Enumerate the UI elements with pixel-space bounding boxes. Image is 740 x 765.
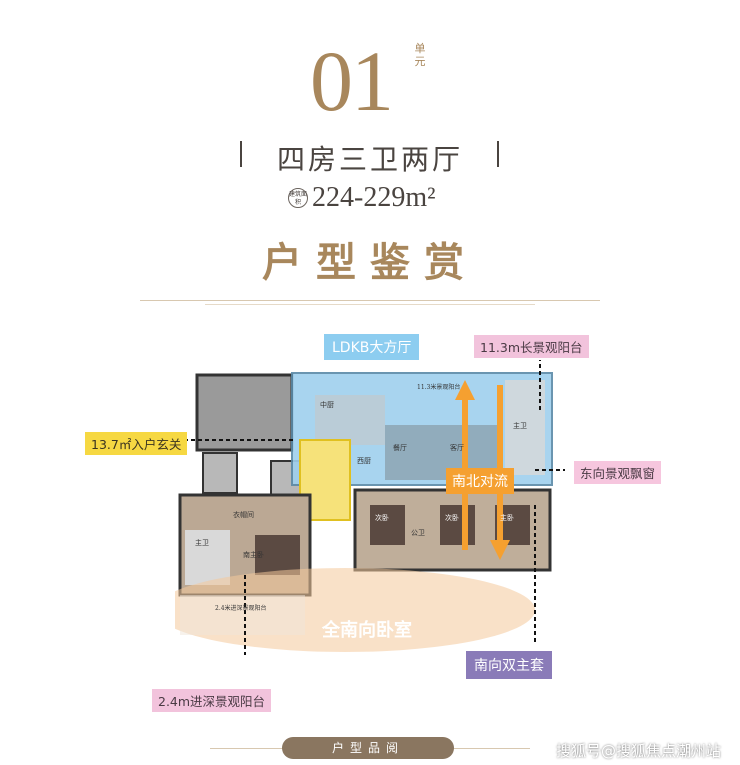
stair-core [195,373,294,452]
arrow-head-up [455,380,475,400]
east-bath [505,380,545,475]
bed-master [255,535,300,575]
divider-inner [205,304,535,305]
unit-number: 01 [310,33,394,129]
divider [140,300,600,301]
deep-balcony [180,595,305,635]
floor-plan: 中厨 西厨 餐厅 客厅 主卫 11.3米景观阳台 次卧 次卧 公卫 主卧 衣帽间… [175,360,565,655]
room-bedroom-b: 次卧 [445,513,459,522]
room-master-bath: 主卫 [195,538,209,547]
room-master-east: 主卧 [500,513,514,522]
area-badge: 建筑面积 [288,188,308,208]
room-kitchen: 中厨 [320,400,334,409]
room-living: 客厅 [450,443,464,452]
callout-deep-balcony: 2.4m进深景观阳台 [152,689,272,712]
unit-suffix: 单元 [414,42,426,68]
callout-convection: 南北对流 [446,468,514,494]
callout-double-master: 南向双主套 [466,651,552,679]
room-bedroom-a: 次卧 [375,513,389,522]
room-dining: 餐厅 [393,443,407,452]
kitchen-area [315,395,385,445]
room-bath-east: 主卫 [513,421,527,430]
master-bath [185,530,230,585]
footer-label: 户型品阅 [282,737,454,759]
callout-foyer: 13.7㎡入户玄关 [85,432,188,455]
bed-1 [370,505,405,545]
room-western-kitchen: 西厨 [357,457,371,465]
callout-ldkb: LDKB大方厅 [324,334,420,360]
section-title: 户型鉴赏 [262,240,478,286]
title-bar-right [497,141,499,167]
layout-type: 四房三卫两厅 [276,143,463,176]
watermark: 搜狐号@搜狐焦点潮州站 [556,742,722,760]
area-text: 224-229m² [312,182,436,213]
room-deep-balcony: 2.4米进深景观阳台 [215,604,267,612]
room-public-bath: 公卫 [411,529,425,537]
bed-2 [440,505,475,545]
room-cloakroom: 衣帽间 [233,510,254,519]
callout-bay-window: 东向景观飘窗 [574,461,662,484]
arrow-head-down [490,540,510,560]
title-bar-left [240,141,242,167]
room-long-balcony: 11.3米景观阳台 [417,383,460,391]
room-master-south: 南主卧 [243,550,264,559]
callout-long-balcony: 11.3m长景观阳台 [474,335,589,358]
elevator-1 [202,452,238,494]
callout-south-bedrooms: 全南向卧室 [322,620,412,641]
